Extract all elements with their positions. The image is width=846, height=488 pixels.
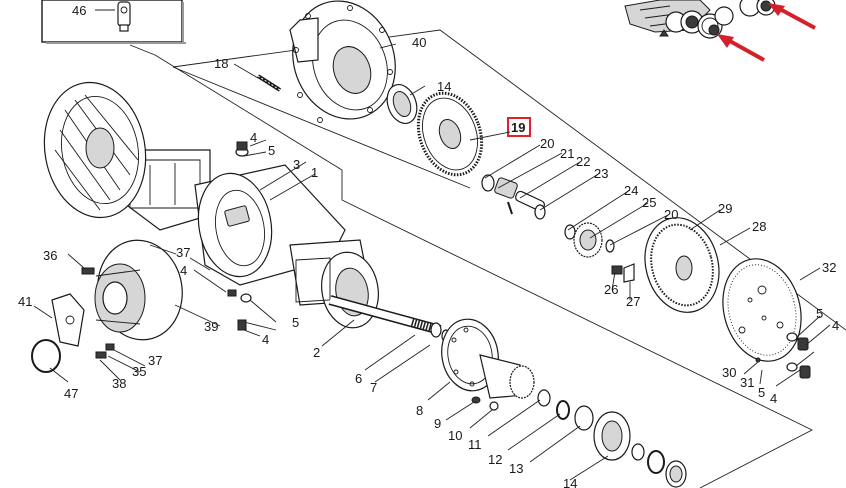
callout-37b: 37: [148, 353, 162, 368]
snap-ring-47: [31, 339, 61, 373]
callout-2: 2: [313, 345, 320, 360]
callout-9: 9: [434, 416, 441, 431]
callout-8: 8: [416, 403, 423, 418]
planet-parts-20-23: [481, 174, 546, 220]
inset-label: 46: [72, 3, 86, 18]
assembly-thumbnail: [624, 0, 776, 39]
callout-11: 11: [468, 437, 482, 452]
callout-7: 7: [370, 380, 377, 395]
callout-28: 28: [752, 219, 766, 234]
callout-37a: 37: [176, 245, 190, 260]
bearing-stack-9-14: [471, 389, 687, 488]
callout-41: 41: [18, 294, 32, 309]
carrier-39: [94, 239, 183, 341]
callout-22: 22: [576, 154, 590, 169]
callout-35: 35: [132, 364, 146, 379]
sun-gear-24: [564, 222, 615, 258]
callout-14a: 14: [437, 79, 451, 94]
callout-40: 40: [412, 35, 426, 50]
callout-27: 27: [626, 294, 640, 309]
callout-5c: 5: [816, 306, 823, 321]
seal-14-top: [386, 84, 418, 124]
callout-3: 3: [293, 157, 300, 172]
callout-4e: 4: [770, 391, 777, 406]
cover-32: [722, 258, 802, 362]
callout-14b: 14: [563, 476, 577, 488]
small-bolts-left: [81, 141, 252, 359]
ring-gear-28: [644, 217, 720, 313]
plugs-4-5-right: [755, 332, 811, 379]
callout-20a: 20: [540, 136, 554, 151]
callout-31: 31: [740, 375, 754, 390]
callout-36: 36: [43, 248, 57, 263]
callout-39: 39: [204, 319, 218, 334]
bolt-26-27: [611, 263, 635, 283]
callout-12: 12: [488, 452, 502, 467]
callout-5d: 5: [758, 385, 765, 400]
callout-23: 23: [594, 166, 608, 181]
callout-13: 13: [509, 461, 523, 476]
frame-lines: [129, 29, 846, 488]
callout-5a: 5: [268, 143, 275, 158]
callout-6: 6: [355, 371, 362, 386]
callout-4b: 4: [180, 263, 187, 278]
callout-4a: 4: [250, 130, 257, 145]
callout-30: 30: [722, 365, 736, 380]
brake-hub-left: [43, 81, 147, 219]
callout-38: 38: [112, 376, 126, 391]
bracket-41: [51, 293, 85, 347]
callout-25: 25: [642, 195, 656, 210]
bolt-18: [256, 74, 282, 92]
callout-18: 18: [214, 56, 228, 71]
callout-20b: 20: [664, 207, 678, 222]
callout-1: 1: [311, 165, 318, 180]
leader-lines: [33, 43, 831, 481]
arrow-icon: [768, 3, 816, 30]
callout-labels: 1 2 3 4 4 4 4 4 5 5 5 5 6 7 8 9 10 11 12…: [18, 35, 839, 488]
callout-19-highlighted: 19: [511, 120, 525, 135]
callout-5b: 5: [292, 315, 299, 330]
arrow-icon: [717, 34, 765, 62]
highlight-box-19: [507, 117, 531, 137]
callout-47: 47: [64, 386, 78, 401]
callout-10: 10: [448, 428, 462, 443]
callout-29: 29: [718, 201, 732, 216]
wheel-flange-8: [441, 318, 535, 399]
inset-part-46: [117, 1, 131, 32]
ring-gear-19: [416, 91, 484, 177]
callout-4d: 4: [832, 318, 839, 333]
inset-box: 46: [41, 0, 186, 44]
hub-40: [289, 0, 396, 123]
callout-21: 21: [560, 146, 574, 161]
callout-32: 32: [822, 260, 836, 275]
callout-4c: 4: [262, 332, 269, 347]
callout-26: 26: [604, 282, 618, 297]
callout-24: 24: [624, 183, 638, 198]
